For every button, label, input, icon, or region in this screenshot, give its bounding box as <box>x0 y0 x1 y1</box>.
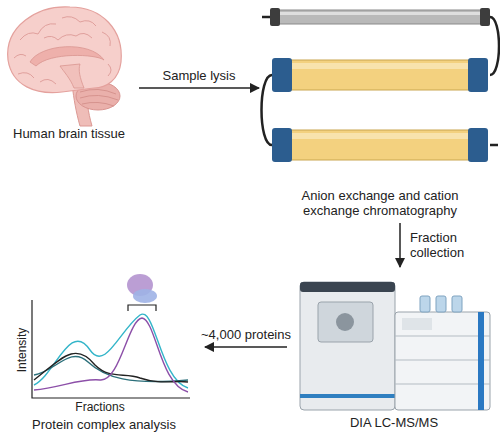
mass-spectrometer <box>318 302 373 342</box>
step-caption: Human brain tissue <box>5 126 133 141</box>
mass-spectrometer <box>452 296 462 312</box>
elution-chart <box>32 300 190 398</box>
chromatography-columns <box>278 10 482 24</box>
mass-spectrometer <box>402 318 432 330</box>
mass-spectrometer <box>300 282 490 410</box>
arrow-label: Sample lysis <box>161 68 238 83</box>
mass-spectrometer <box>436 296 446 312</box>
elution-chart <box>128 305 156 311</box>
elution-chart <box>34 318 188 392</box>
mass-spectrometer <box>395 312 490 410</box>
mass-spectrometer <box>300 282 395 410</box>
step-caption: DIA LC-MS/MS <box>294 415 494 430</box>
flow-arrow <box>205 346 287 348</box>
mass-spectrometer <box>478 312 484 410</box>
brain-illustration <box>60 64 84 88</box>
chromatography-columns <box>278 12 482 15</box>
mass-spectrometer <box>300 394 395 398</box>
chromatography-columns <box>262 75 273 145</box>
elution-chart <box>32 274 190 398</box>
chromatography-columns <box>262 16 270 19</box>
chromatography-columns <box>490 17 499 75</box>
brain-illustration <box>8 7 122 126</box>
mass-spectrometer <box>336 313 354 331</box>
chromatography-columns <box>272 128 292 162</box>
chromatography-columns <box>290 63 470 69</box>
mass-spectrometer <box>420 296 430 312</box>
brain-illustration <box>14 17 111 84</box>
elution-chart <box>34 356 188 381</box>
arrow-label: ~4,000 proteins <box>199 327 293 342</box>
chromatography-columns <box>468 58 488 92</box>
step-caption: Anion exchange and cation exchange chrom… <box>288 188 473 218</box>
chromatography-columns <box>290 130 470 160</box>
step-caption: Protein complex analysis <box>9 417 199 432</box>
elution-chart <box>133 289 157 303</box>
mass-spectrometer <box>300 282 395 292</box>
flow-arrow <box>399 223 401 267</box>
chromatography-columns <box>468 128 488 162</box>
elution-chart <box>34 314 188 388</box>
chromatography-columns <box>490 144 498 147</box>
brain-illustration <box>30 47 104 66</box>
mass-spectrometer <box>395 336 490 384</box>
brain-illustration <box>80 89 118 106</box>
illustrated-step: DIA LC-MS/MS <box>290 270 498 432</box>
chromatography-columns <box>480 8 490 26</box>
brain-illustration <box>8 7 122 93</box>
axis-label: Intensity <box>15 328 29 373</box>
arrow-label: Fraction collection <box>408 230 486 260</box>
chromatography-columns <box>272 58 292 92</box>
illustrated-step: Human brain tissue <box>2 2 136 143</box>
chromatography-columns <box>290 60 470 90</box>
axis-label: Fractions <box>75 400 124 414</box>
illustrated-step: Anion exchange and cation exchange chrom… <box>262 2 498 220</box>
chromatography-columns <box>270 8 280 26</box>
chromatography-columns <box>290 133 470 139</box>
chromatography-columns <box>262 8 500 162</box>
flow-arrow <box>139 87 259 89</box>
